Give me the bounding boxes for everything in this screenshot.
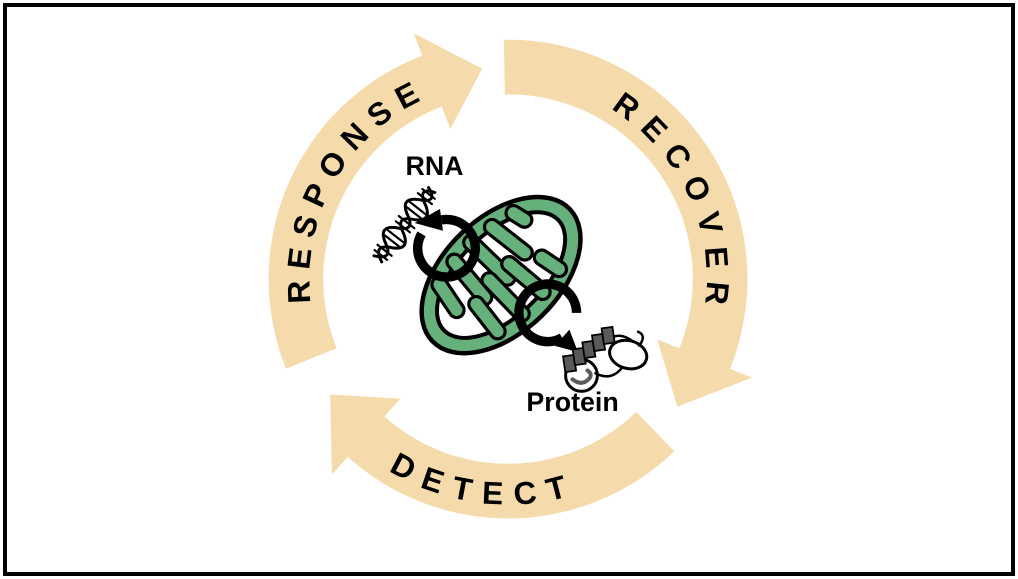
circular-arrow-protein (514, 279, 582, 353)
crista (482, 217, 534, 262)
protein-ribbon-icon (562, 325, 649, 393)
diagram-frame: RESPONSE RECOVER DETECT (3, 3, 1015, 576)
circular-arrow-rna-head (414, 209, 443, 231)
crista (445, 252, 494, 307)
crista (532, 248, 569, 279)
rna-helix-icon (372, 186, 437, 264)
arc-label-detect: DETECT (385, 445, 570, 512)
protein-label: Protein (526, 387, 618, 417)
svg-text:DETECT: DETECT (385, 445, 581, 512)
crista (467, 294, 507, 341)
circular-arrow-protein-ring (514, 279, 582, 347)
rna-label: RNA (405, 151, 463, 181)
crista (504, 203, 534, 229)
circular-arrow-protein-head (554, 329, 579, 353)
cycle-arrow-response (268, 33, 483, 369)
circular-arrow-rna-ring (413, 214, 480, 282)
cycle-arrow-recover (503, 39, 753, 407)
cycle-diagram: RESPONSE RECOVER DETECT (268, 33, 753, 519)
cycle-arrow-detect (330, 394, 675, 519)
circular-arrow-rna (413, 209, 480, 282)
protein-helix (562, 325, 616, 374)
